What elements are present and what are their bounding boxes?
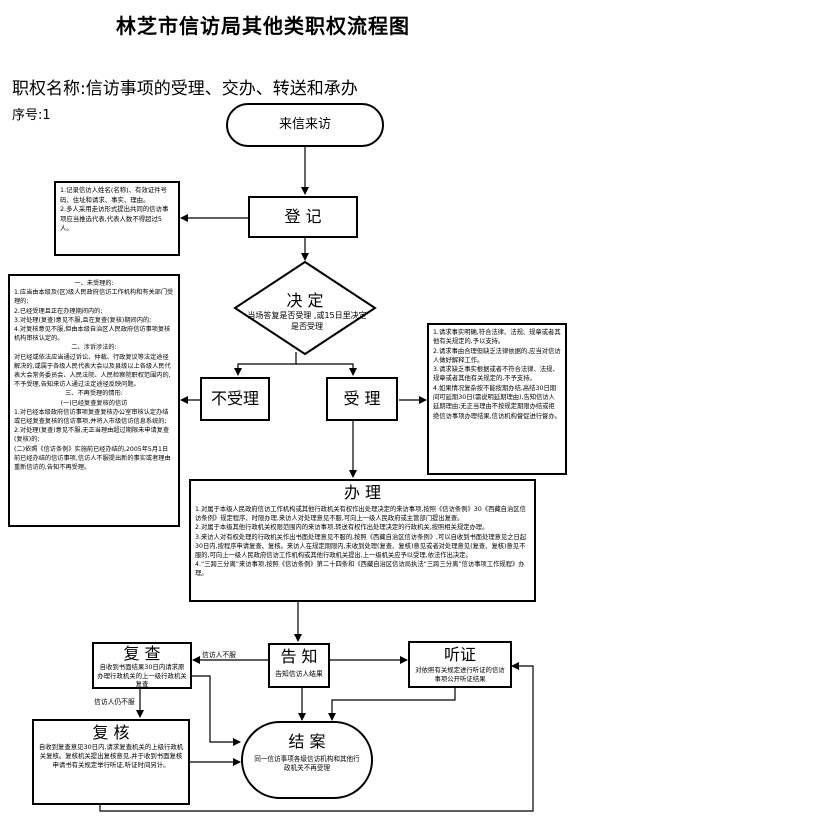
- serial-number: 序号:1: [12, 108, 51, 123]
- reject-note-line: 2.已经受理且正在办理期间内的;: [14, 307, 103, 315]
- page-title: 林芝市信访局其他类职权流程图: [116, 14, 410, 38]
- reject-note-line: 3.对处理(复查)意见不服,且在复查(复核)期间内的;: [14, 316, 152, 324]
- register-note-line: 2.多人采用走访形式提出共同的信访事项应当推选代表,代表人数不得超过5人。: [60, 205, 169, 233]
- reject-box: 不受理: [200, 377, 270, 421]
- register-box: 登 记: [248, 196, 358, 238]
- reject-note: 一、未受理的: 1.应当由本级及(区)级人民政府信访工作机构和有关部门受理的; …: [8, 274, 180, 527]
- handle-note-line: 4.“三跨三分离”来访事项,按照《信访条例》第二十四条和《西藏自治区信访局执法“…: [195, 561, 525, 578]
- reject-note-heading: 一、未受理的:: [74, 280, 114, 287]
- authority-name: 职权名称:信访事项的受理、交办、转送和承办: [12, 79, 358, 99]
- reject-note-heading: 三、不再受理的情形:: [65, 390, 123, 398]
- register-note-line: 1.记录信访人姓名(名称)、有效证件号码、住址和请求、事实、理由。: [60, 186, 167, 204]
- reject-note-heading: (一)已经复查复核的信访: [60, 399, 128, 407]
- accept-label: 受 理: [343, 389, 381, 408]
- end-label: 结 案: [288, 732, 326, 751]
- reject-note-line: 1.应当由本级及(区)级人民政府信访工作机构和有关部门受理的;: [14, 289, 174, 306]
- register-label: 登 记: [284, 207, 322, 226]
- reject-note-line: (二)依照《信访条例》实施前已经办结的,2005年5月1日前已经办结的信访事项,…: [14, 445, 171, 472]
- reject-note-line: 1.对已经本级政府信访事项复查复核办公室审核认定办结或已经复查复核的信访事项,并…: [14, 408, 169, 426]
- review-label: 复 查: [123, 644, 161, 663]
- handle-note-line: 1.对属于本级人民政府信访工作机构或其他行政机关有权作出处理决定的来访事项,按照…: [195, 506, 526, 523]
- recheck-box: 复 核 自收到复查意见30日内,请求复查机关的上级行政机关复核。复核机关提出复核…: [32, 719, 190, 805]
- edge-label-still-not-satisfied: 信访人仍不服: [94, 698, 135, 706]
- notify-label: 告 知: [280, 647, 318, 666]
- review-note: 自收到书面结果30日内请求原办理行政机关的上一级行政机关复查: [97, 663, 187, 689]
- hearing-note: 对依照有关规定进行听证的信访事项公开听证结果: [415, 666, 505, 683]
- decide-note: 当场答复是否受理 ,或15日里决定是否受理: [247, 311, 367, 331]
- accept-note-line: 1.请求事实明确,符合法律、法规、规章或者其他有关规定的,予以支持。: [433, 329, 561, 346]
- decide-label: 决 定: [286, 291, 324, 310]
- end-note: 同一信访事项各级信访机构和其他行政机关不再受理: [254, 755, 360, 773]
- reject-note-heading: 二、涉诉涉法的:: [71, 344, 117, 352]
- handle-label: 办 理: [343, 483, 382, 502]
- edge-decide-accept: [296, 363, 357, 376]
- start-terminal: 来信来访: [226, 103, 384, 147]
- reject-note-line: 2.对处理(复查)意见不服,无正当理由超过期限未申请复查(复核)的;: [14, 427, 170, 444]
- accept-note-line: 2.请求事由合理但缺乏法律依据的,应当对信访人做好解释工作。: [433, 347, 561, 364]
- accept-box: 受 理: [326, 377, 398, 421]
- end-terminal: 结 案 同一信访事项各级信访机构和其他行政机关不再受理: [241, 721, 373, 799]
- accept-note-line: 3.请求缺乏事实根据或者不符合法律、法规、规章或者其他有关规定的,不予支持。: [433, 366, 559, 383]
- handle-box: 办 理 1.对属于本级人民政府信访工作机构或其他行政机关有权作出处理决定的来访事…: [189, 479, 536, 602]
- handle-note-line: 2.对属于本级其他行政机关权限范围内的来访事项,转送有权作出处理决定的行政机关,…: [195, 524, 489, 532]
- edge-decide-reject: [234, 352, 297, 376]
- handle-note-line: 3.来访人对有权处理的行政机关作出书面处理意见不服的,按照《西藏自治区信访条例》…: [195, 533, 527, 560]
- accept-note: 1.请求事实明确,符合法律、法规、规章或者其他有关规定的,予以支持。 2.请求事…: [427, 323, 567, 475]
- recheck-note: 自收到复查意见30日内,请求复查机关的上级行政机关复核。复核机关提出复核意见,并…: [38, 743, 184, 769]
- hearing-label: 听证: [443, 645, 476, 664]
- register-note: 1.记录信访人姓名(名称)、有效证件号码、住址和请求、事实、理由。 2.多人采用…: [54, 181, 180, 256]
- accept-note-line: 4.如果情况复杂按不能按期办结,高结30日期间可延期30日(需说明延期理由),告…: [433, 384, 561, 420]
- reject-note-line: 对已经或依法应当通过诉讼、仲裁、行政复议等法定途径解决的,或属于各级人民代表大会…: [14, 353, 171, 389]
- notify-note: 告知信访人结果: [275, 670, 323, 678]
- edge-loop-hearing: [99, 662, 534, 812]
- reject-note-line: 4.对复核意见不服,但由本级自治区人民政府信访事项复核机构审核认定的。: [14, 326, 171, 343]
- edge-review-end: [192, 675, 241, 746]
- edge-label-not-satisfied: 信访人不服: [202, 651, 236, 659]
- start-label: 来信来访: [278, 117, 331, 132]
- edge-hearing-end: [328, 688, 456, 721]
- decide-diamond: [233, 260, 377, 356]
- reject-label: 不受理: [210, 389, 259, 408]
- recheck-label: 复 核: [92, 723, 130, 742]
- review-box: 复 查 自收到书面结果30日内请求原办理行政机关的上一级行政机关复查: [92, 642, 192, 689]
- hearing-box: 听证 对依照有关规定进行听证的信访事项公开听证结果: [408, 641, 512, 688]
- notify-box: 告 知 告知信访人结果: [268, 643, 330, 688]
